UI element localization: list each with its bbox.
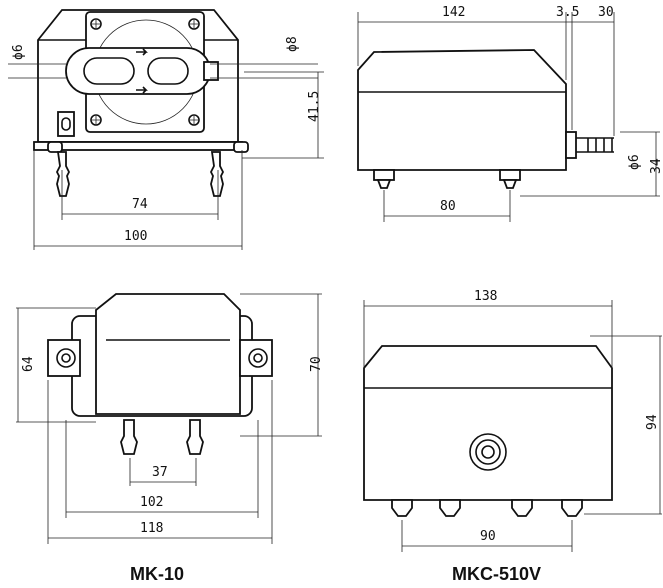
mkc-front-view: 138 94 90 — [363, 289, 662, 552]
mkc-foot — [391, 499, 583, 517]
mkc-housing-front — [363, 345, 613, 501]
dim-front-feet: 90 — [480, 529, 496, 544]
dim-top-outer: 118 — [140, 521, 163, 536]
dim-top-inner: 37 — [152, 465, 168, 480]
switch — [57, 111, 75, 137]
dim-front-width: 138 — [474, 289, 497, 304]
mkc-housing-side — [357, 49, 567, 171]
outlet-nozzle — [203, 61, 219, 81]
mk10-base — [33, 141, 243, 151]
dim-side-height: 34 — [649, 158, 663, 174]
dim-front-height: 94 — [645, 414, 660, 430]
model-label-mk10: MK-10 — [130, 564, 184, 584]
side-nozzle-base — [565, 131, 577, 159]
dim-nozzle: 30 — [598, 5, 614, 20]
panel-screw — [90, 18, 200, 126]
dim-height: 41.5 — [307, 91, 322, 122]
outlet-fitting — [469, 433, 507, 471]
dim-inner-width: 74 — [132, 197, 148, 212]
dim-offset: 3.5 — [556, 5, 579, 20]
mk10-front-view: ϕ6 ϕ8 41.5 74 100 — [8, 9, 324, 250]
dim-feet: 80 — [440, 199, 456, 214]
dim-outer-width: 100 — [124, 229, 147, 244]
dim-dia-right: ϕ8 — [285, 36, 300, 52]
dim-dia-left: ϕ6 — [11, 44, 26, 60]
dim-top-right: 70 — [309, 356, 324, 372]
dim-top-mid: 102 — [140, 495, 163, 510]
mk10-foot — [47, 141, 249, 197]
model-label-mkc510v: MKC-510V — [452, 564, 541, 584]
dim-side-dia: ϕ6 — [627, 154, 642, 170]
mk10-top-view: 64 70 37 102 118 — [16, 293, 324, 544]
dim-length: 142 — [442, 5, 465, 20]
mkc-side-view: 142 3.5 30 80 ϕ6 34 — [357, 5, 663, 222]
side-foot — [373, 169, 395, 181]
dim-top-left: 64 — [21, 356, 36, 372]
